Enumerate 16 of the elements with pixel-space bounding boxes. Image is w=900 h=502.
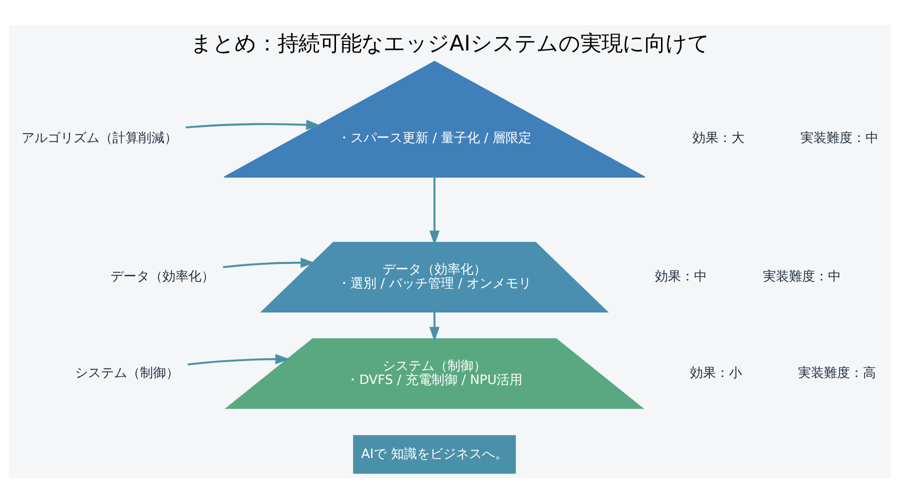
diagram-title: まとめ：持続可能なエッジAIシステムの実現に向けて — [190, 31, 710, 56]
label: AIで 知識をビジネスへ。 — [361, 446, 508, 462]
node-text: システム（制御） — [75, 365, 180, 380]
label: 実装難度：中 — [762, 269, 841, 284]
node-text: アルゴリズム（計算削減） — [21, 130, 178, 146]
arrow — [186, 119, 321, 130]
arrow — [429, 176, 440, 245]
label: 実装難度：中 — [800, 130, 878, 146]
arrow — [429, 312, 440, 341]
label: 効果：小 — [690, 365, 742, 380]
label: 効果：中 — [654, 269, 707, 284]
arrow — [188, 354, 290, 365]
label: 効果：大 — [692, 130, 744, 146]
arrow — [222, 257, 316, 268]
label: 実装難度：高 — [798, 365, 876, 380]
node-text: データ（効率化） — [110, 269, 214, 284]
